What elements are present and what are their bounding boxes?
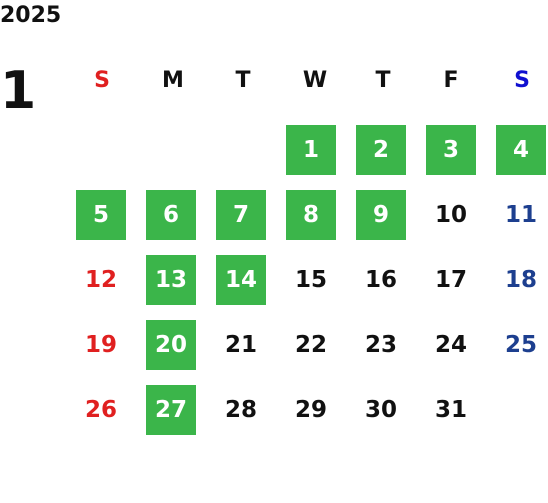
calendar-day-5[interactable]: 5 xyxy=(76,190,126,240)
calendar-day-23[interactable]: 23 xyxy=(364,332,397,358)
calendar-day-31[interactable]: 31 xyxy=(434,397,467,423)
calendar-day-18[interactable]: 18 xyxy=(504,267,537,293)
calendar-day-24[interactable]: 24 xyxy=(434,332,467,358)
weekday-friday: F xyxy=(443,68,459,93)
calendar-day-30[interactable]: 30 xyxy=(364,397,397,423)
weekday-header-row: S M T W T F S xyxy=(69,62,548,100)
year-label: 2025 xyxy=(0,3,62,28)
calendar-day-1[interactable]: 1 xyxy=(286,125,336,175)
calendar-day-7[interactable]: 7 xyxy=(216,190,266,240)
calendar-day-10[interactable]: 10 xyxy=(434,202,467,228)
weekday-thursday: T xyxy=(375,68,391,93)
month-label: 1 xyxy=(0,61,37,121)
calendar-day-20[interactable]: 20 xyxy=(146,320,196,370)
calendar-day-27[interactable]: 27 xyxy=(146,385,196,435)
calendar-day-8[interactable]: 8 xyxy=(286,190,336,240)
calendar-day-4[interactable]: 4 xyxy=(496,125,546,175)
weekday-sunday: S xyxy=(94,68,110,93)
weekday-tuesday: T xyxy=(235,68,251,93)
calendar-day-9[interactable]: 9 xyxy=(356,190,406,240)
weekday-wednesday: W xyxy=(302,68,328,93)
calendar-day-15[interactable]: 15 xyxy=(294,267,327,293)
calendar-day-16[interactable]: 16 xyxy=(364,267,397,293)
calendar-day-11[interactable]: 11 xyxy=(504,202,537,228)
calendar-day-25[interactable]: 25 xyxy=(504,332,537,358)
calendar-day-19[interactable]: 19 xyxy=(84,332,117,358)
calendar-day-3[interactable]: 3 xyxy=(426,125,476,175)
calendar-day-12[interactable]: 12 xyxy=(84,267,117,293)
calendar-day-14[interactable]: 14 xyxy=(216,255,266,305)
calendar-day-22[interactable]: 22 xyxy=(294,332,327,358)
calendar-day-28[interactable]: 28 xyxy=(224,397,257,423)
calendar-day-13[interactable]: 13 xyxy=(146,255,196,305)
weekday-saturday: S xyxy=(514,68,530,93)
calendar-day-2[interactable]: 2 xyxy=(356,125,406,175)
calendar-day-21[interactable]: 21 xyxy=(224,332,257,358)
calendar-day-26[interactable]: 26 xyxy=(84,397,117,423)
calendar-day-29[interactable]: 29 xyxy=(294,397,327,423)
weekday-monday: M xyxy=(162,68,184,93)
calendar-day-6[interactable]: 6 xyxy=(146,190,196,240)
calendar-day-17[interactable]: 17 xyxy=(434,267,467,293)
